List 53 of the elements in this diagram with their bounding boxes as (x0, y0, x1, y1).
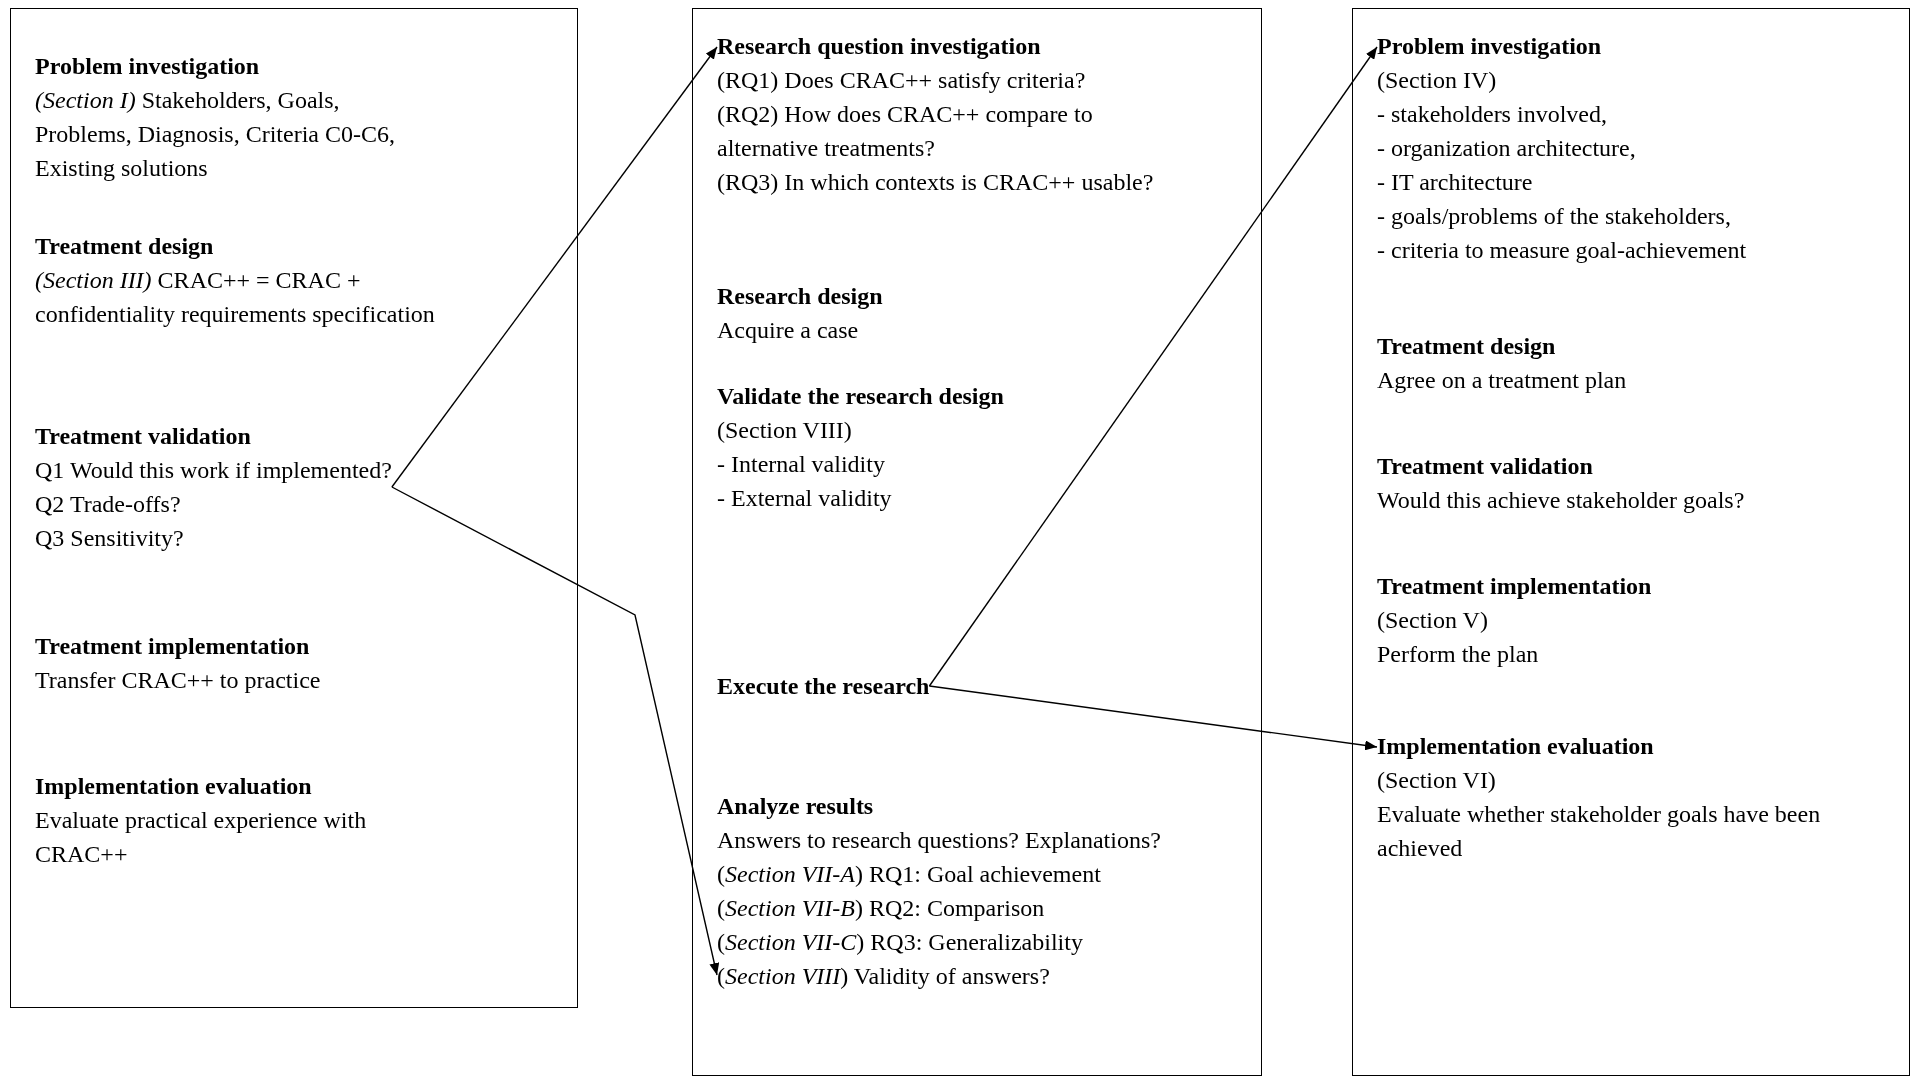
step-text: (Section V) (1377, 606, 1488, 635)
step-text: (RQ1) Does CRAC++ satisfy criteria? (717, 66, 1086, 95)
step-text: Would this achieve stakeholder goals? (1377, 486, 1745, 515)
step-text: Q1 Would this work if implemented? (35, 456, 392, 485)
step-text: - goals/problems of the stakeholders, (1377, 202, 1731, 231)
column-panel (10, 8, 578, 1008)
step-text: (Section VIII) Validity of answers? (717, 962, 1050, 991)
step-heading: Implementation evaluation (35, 772, 312, 801)
step-text: Q2 Trade-offs? (35, 490, 181, 519)
step-heading: Analyze results (717, 792, 874, 821)
arrow (928, 685, 1378, 751)
step-heading: Treatment implementation (1377, 572, 1652, 601)
step-text: (Section I) Stakeholders, Goals, Problems, Diagnosis, Criteria C0-C6, Existing solutions (35, 86, 396, 183)
step-heading: Treatment validation (1377, 452, 1593, 481)
step-text: Q3 Sensitivity? (35, 524, 184, 553)
step-heading: Treatment validation (35, 422, 251, 451)
arrow (928, 46, 1378, 687)
step-text: - IT architecture (1377, 168, 1533, 197)
step-heading: Treatment design (1377, 332, 1556, 361)
column-panel (1352, 8, 1910, 1076)
step-heading: Treatment implementation (35, 632, 310, 661)
step-text: (RQ2) How does CRAC++ compare to alternative treatments? (717, 100, 1094, 163)
step-text: (Section IV) (1377, 66, 1497, 95)
column-panel (692, 8, 1262, 1076)
step-text: Perform the plan (1377, 640, 1539, 669)
step-text: - organization architecture, (1377, 134, 1636, 163)
step-text: (Section VI) (1377, 766, 1496, 795)
step-text: (Section VII-B) RQ2: Comparison (717, 894, 1045, 923)
step-heading: Problem investigation (35, 52, 260, 81)
step-heading: Research question investigation (717, 32, 1041, 61)
arrow (391, 486, 720, 976)
step-text: - External validity (717, 484, 892, 513)
step-text: Acquire a case (717, 316, 859, 345)
step-heading: Research design (717, 282, 883, 311)
step-text: Evaluate whether stakeholder goals have been achieved (1377, 800, 1822, 863)
step-text: (Section VII-A) RQ1: Goal achievement (717, 860, 1101, 889)
step-text: Agree on a treatment plan (1377, 366, 1627, 395)
step-text: - criteria to measure goal-achievement (1377, 236, 1747, 265)
step-text: - Internal validity (717, 450, 885, 479)
step-text: (Section VIII) (717, 416, 852, 445)
step-heading: Validate the research design (717, 382, 1004, 411)
step-text: (RQ3) In which contexts is CRAC++ usable? (717, 168, 1154, 197)
step-text: - stakeholders involved, (1377, 100, 1607, 129)
step-text: Evaluate practical experience with CRAC++ (35, 806, 368, 869)
step-text: (Section III) CRAC++ = CRAC + confidentiality requirements specification (35, 266, 435, 329)
step-text: Answers to research questions? Explanations? (717, 826, 1161, 855)
arrow (391, 46, 718, 488)
step-text: Transfer CRAC++ to practice (35, 666, 321, 695)
step-heading: Execute the research (717, 672, 930, 701)
step-heading: Treatment design (35, 232, 214, 261)
step-text: (Section VII-C) RQ3: Generalizability (717, 928, 1083, 957)
step-heading: Implementation evaluation (1377, 732, 1654, 761)
step-heading: Problem investigation (1377, 32, 1602, 61)
